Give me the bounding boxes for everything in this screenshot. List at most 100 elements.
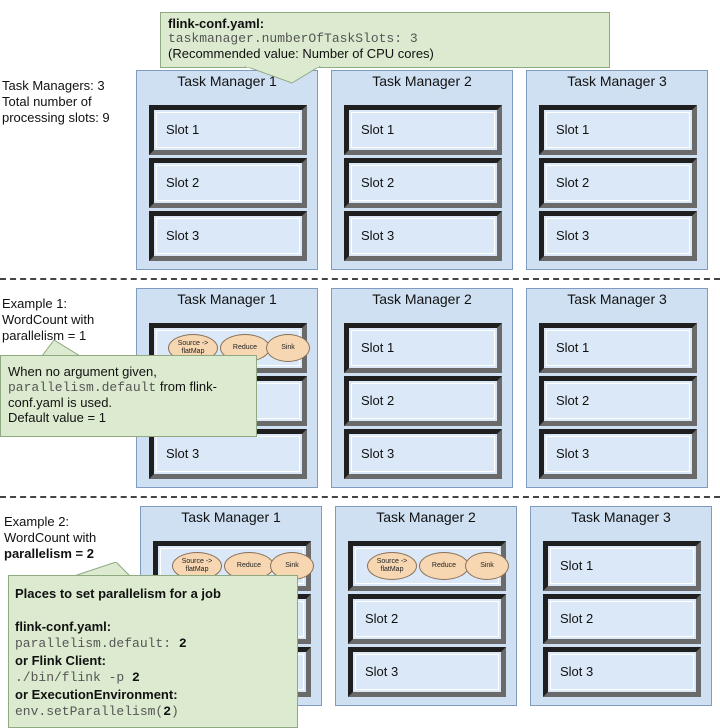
section-divider — [0, 496, 720, 498]
note-title: Places to set parallelism for a job — [15, 586, 221, 601]
note-code: parallelism.default — [8, 380, 157, 395]
task-manager-title: Task Manager 2 — [372, 73, 472, 89]
note-line: When no argument given, — [8, 364, 157, 379]
slot-3: Slot 3 — [344, 429, 502, 479]
label-line: Total number of — [2, 94, 92, 109]
label-line: WordCount with — [4, 530, 97, 545]
slot-3: Slot 3 — [348, 647, 506, 697]
note-heading: or Flink Client: — [15, 652, 106, 668]
note-line: Default value = 1 — [8, 410, 106, 425]
note-heading: or ExecutionEnvironment: — [15, 686, 178, 702]
slot-label: Slot 2 — [556, 175, 590, 190]
task-manager-3: Task Manager 3 Slot 1 Slot 2 Slot 3 — [530, 506, 712, 706]
note-code: parallelism.default: — [15, 636, 179, 651]
parallelism-places-note: Places to set parallelism for a job flin… — [8, 575, 298, 728]
label-line: Example 2: — [4, 514, 70, 529]
spacer — [15, 603, 291, 619]
slot-2: Slot 2 — [539, 376, 697, 426]
task-manager-title: Task Manager 1 — [177, 73, 277, 89]
slot-1: Slot 1 — [149, 105, 307, 155]
task-manager-2: Task Manager 2 Source -> flatMap Reduce … — [335, 506, 517, 706]
slot-label: Slot 2 — [365, 611, 399, 626]
slot-3: Slot 3 — [149, 211, 307, 261]
note-text: from flink- — [156, 379, 217, 394]
label-line: Example 1: — [2, 296, 68, 311]
slot-label: Slot 2 — [166, 175, 200, 190]
note-code-line: env.setParallelism(2) — [15, 703, 291, 721]
note-code-value: 2 — [163, 704, 172, 719]
task-manager-title: Task Manager 2 — [372, 291, 472, 307]
slot-3: Slot 3 — [543, 647, 701, 697]
task-manager-1: Task Manager 1 Slot 1 Slot 2 Slot 3 — [136, 70, 318, 270]
slot-1: Slot 1 — [344, 105, 502, 155]
slot-label: Slot 3 — [361, 446, 395, 461]
note-code-value: 2 — [132, 670, 140, 685]
callout-pointer — [41, 340, 81, 356]
task-manager-3: Task Manager 3 Slot 1 Slot 2 Slot 3 — [526, 288, 708, 488]
note-code: env.setParallelism( — [15, 704, 164, 719]
task-manager-title: Task Manager 2 — [376, 509, 476, 525]
slot-label: Slot 3 — [365, 664, 399, 679]
section2-label: Example 1: WordCount with parallelism = … — [2, 296, 94, 344]
slot-label: Slot 2 — [361, 175, 395, 190]
default-parallelism-note: When no argument given, parallelism.defa… — [0, 355, 257, 437]
config-code: taskmanager.numberOfTaskSlots: 3 — [168, 31, 418, 46]
slot-label: Slot 1 — [361, 122, 395, 137]
callout-pointer — [73, 562, 131, 576]
label-line: processing slots: 9 — [2, 110, 110, 125]
callout-pointer — [245, 66, 321, 84]
slot-3: Slot 3 — [539, 211, 697, 261]
slot-label: Slot 3 — [556, 446, 590, 461]
slot-2: Slot 2 — [539, 158, 697, 208]
task-manager-title: Task Manager 3 — [571, 509, 671, 525]
note-code-line: parallelism.default: 2 — [15, 635, 291, 653]
task-manager-title: Task Manager 1 — [177, 291, 277, 307]
label-line: WordCount with — [2, 312, 95, 327]
note-code: ) — [171, 704, 179, 719]
slot-3: Slot 3 — [539, 429, 697, 479]
slot-2: Slot 2 — [344, 376, 502, 426]
task-manager-2: Task Manager 2 Slot 1 Slot 2 Slot 3 — [331, 288, 513, 488]
task-manager-2: Task Manager 2 Slot 1 Slot 2 Slot 3 — [331, 70, 513, 270]
operator-reduce: Reduce — [419, 552, 469, 580]
slot-3: Slot 3 — [344, 211, 502, 261]
note-code-line: ./bin/flink -p 2 — [15, 669, 291, 687]
slot-label: Slot 2 — [560, 611, 594, 626]
slot-label: Slot 3 — [166, 446, 200, 461]
slot-1: Slot 1 — [543, 541, 701, 591]
slot-label: Slot 2 — [556, 393, 590, 408]
slot-2: Slot 2 — [344, 158, 502, 208]
slot-label: Slot 1 — [166, 122, 200, 137]
label-line: parallelism = 2 — [4, 546, 94, 561]
section-divider — [0, 278, 720, 280]
operator-source-flatmap: Source -> flatMap — [367, 552, 417, 580]
section3-label: Example 2: WordCount with parallelism = … — [4, 514, 96, 562]
note-code: ./bin/flink -p — [15, 670, 133, 685]
config-recommend: (Recommended value: Number of CPU cores) — [168, 46, 434, 61]
task-manager-title: Task Manager 3 — [567, 291, 667, 307]
slot-2: Slot 2 — [149, 158, 307, 208]
slot-label: Slot 1 — [361, 340, 395, 355]
slot-label: Slot 1 — [556, 340, 590, 355]
task-manager-title: Task Manager 3 — [567, 73, 667, 89]
slot-label: Slot 3 — [361, 228, 395, 243]
note-line-code: parallelism.default from flink- — [8, 379, 249, 395]
slot-1: Slot 1 — [539, 323, 697, 373]
section1-label: Task Managers: 3 Total number of process… — [2, 78, 110, 126]
slot-1: Slot 1 — [344, 323, 502, 373]
slot-label: Slot 2 — [361, 393, 395, 408]
slot-label: Slot 1 — [560, 558, 594, 573]
slot-label: Slot 3 — [166, 228, 200, 243]
note-code-value: 2 — [178, 636, 187, 651]
operator-sink: Sink — [266, 334, 310, 362]
operator-sink: Sink — [465, 552, 509, 580]
slot-2: Slot 2 — [543, 594, 701, 644]
task-manager-title: Task Manager 1 — [181, 509, 281, 525]
slot-1: Slot 1 — [539, 105, 697, 155]
config-note-box: flink-conf.yaml: taskmanager.numberOfTas… — [160, 12, 610, 68]
slot-1: Source -> flatMap Reduce Sink — [348, 541, 509, 591]
slot-label: Slot 1 — [556, 122, 590, 137]
slot-2: Slot 2 — [348, 594, 506, 644]
slot-label: Slot 3 — [556, 228, 590, 243]
label-line: Task Managers: 3 — [2, 78, 105, 93]
